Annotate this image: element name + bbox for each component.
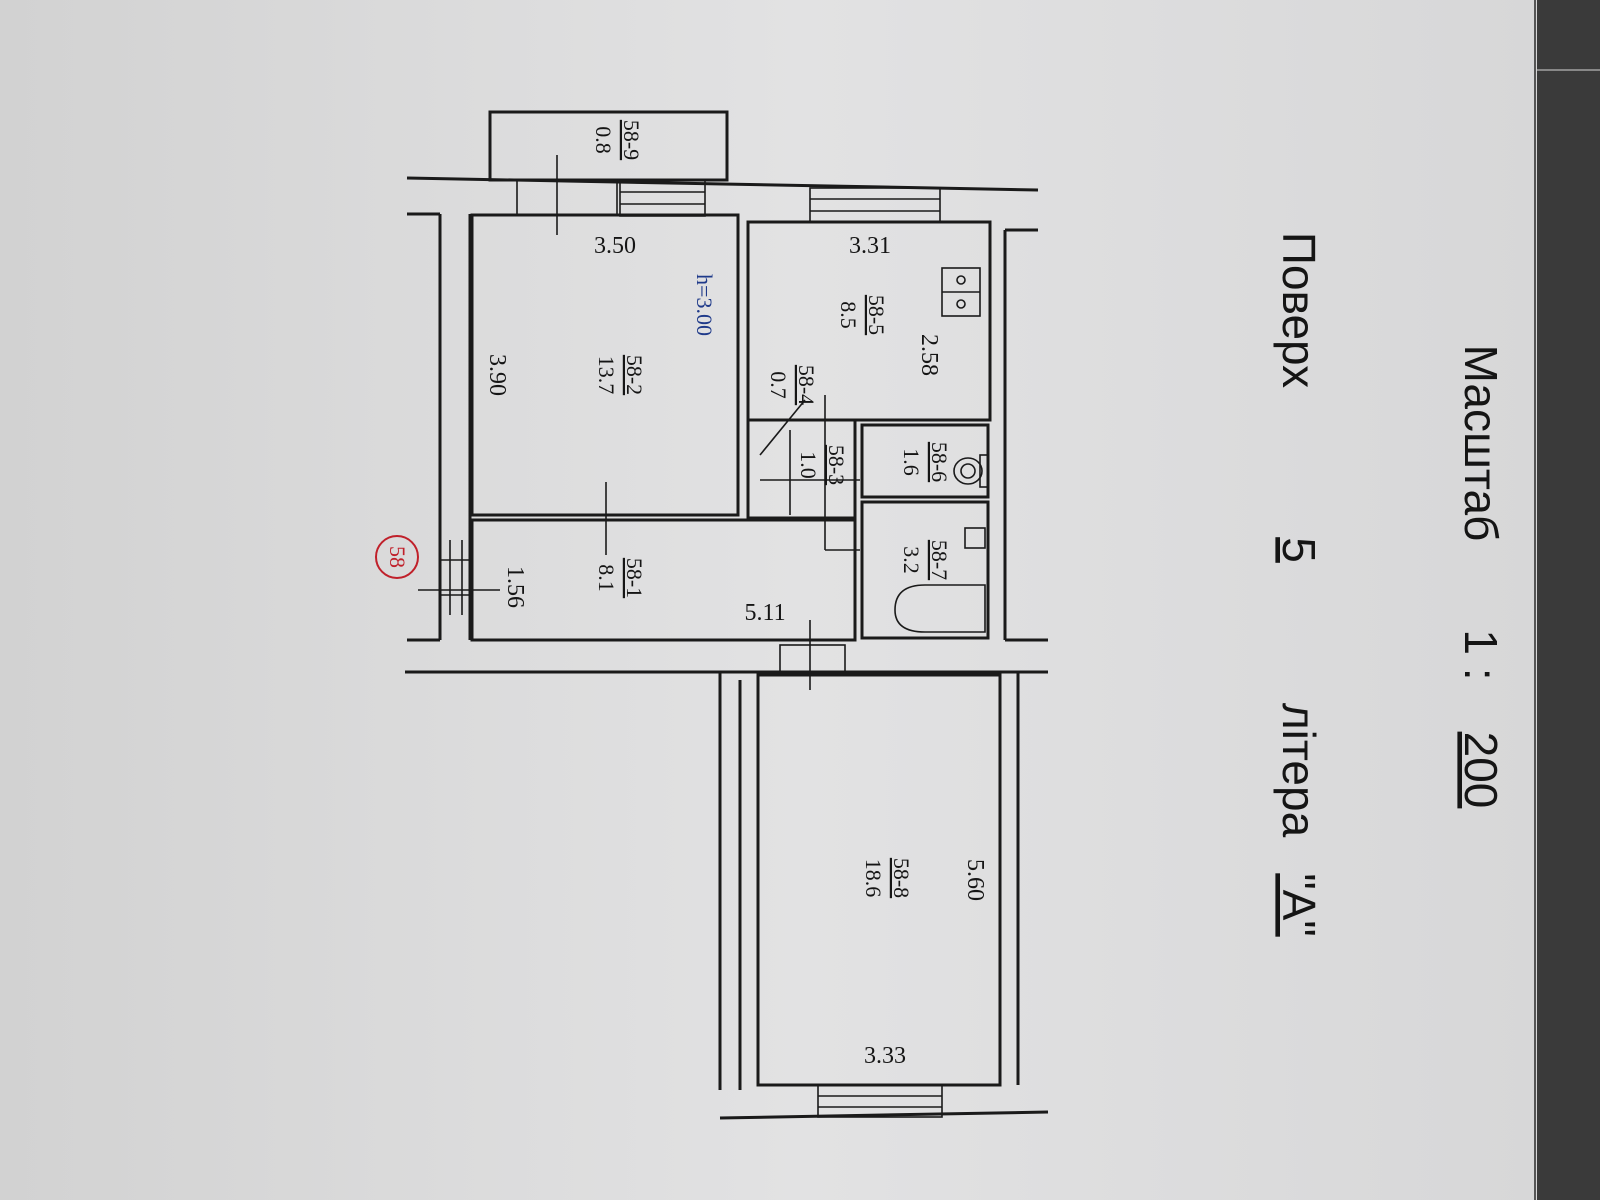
room-number: 58-8	[889, 858, 914, 898]
room-number: 58-6	[927, 442, 952, 482]
windows	[619, 179, 943, 1118]
room-number: 58-5	[864, 295, 889, 335]
dimension-room2-width: 3.50	[594, 233, 636, 259]
room-area: 0.8	[591, 126, 616, 154]
dimension-room2-length: 3.90	[484, 354, 510, 396]
room-58-1	[470, 518, 857, 642]
room-area: 3.2	[899, 546, 924, 574]
room-area: 0.7	[766, 371, 791, 399]
room-area: 13.7	[594, 356, 619, 395]
ceiling-height: h=3.00	[692, 274, 717, 336]
room-number: 58-7	[927, 540, 952, 580]
dimension-hall-length: 5.11	[744, 600, 785, 626]
room-area: 1.6	[899, 448, 924, 476]
scale-value: 200	[1455, 732, 1507, 809]
room-58-3-4	[746, 418, 857, 520]
scale-label: Масштаб	[1455, 345, 1507, 542]
dimension-room8-width: 3.33	[864, 1043, 906, 1069]
room-number: 58-4	[794, 365, 819, 405]
room-number: 58-1	[622, 558, 647, 598]
walls	[405, 110, 1049, 1120]
stove-icon	[941, 267, 981, 317]
dimension-kitchen-length: 2.58	[916, 334, 942, 376]
dimension-room8-length: 5.60	[962, 859, 988, 901]
floor-label: Поверх	[1273, 232, 1325, 388]
room-area: 1.0	[796, 451, 821, 479]
scale-prefix: 1 :	[1455, 629, 1507, 680]
room-area: 18.6	[861, 859, 886, 898]
room-number: 58-3	[824, 445, 849, 485]
room-number: 58-9	[619, 120, 644, 160]
room-58-7	[860, 500, 990, 640]
dimension-hall-width: 1.56	[502, 566, 528, 608]
room-number: 58-2	[622, 355, 647, 395]
page-edge	[1537, 0, 1600, 1200]
toilet-icon	[953, 454, 989, 488]
letter-value: "А"	[1273, 873, 1325, 936]
room-area: 8.1	[594, 564, 619, 592]
bathtub-icon	[894, 527, 986, 633]
room-area: 8.5	[836, 301, 861, 329]
dimension-kitchen-width: 3.31	[849, 233, 891, 259]
floor-value: 5	[1273, 537, 1325, 563]
letter-label: літера	[1273, 703, 1325, 838]
apartment-number: 58	[385, 546, 410, 568]
apartment-marker	[375, 535, 500, 591]
